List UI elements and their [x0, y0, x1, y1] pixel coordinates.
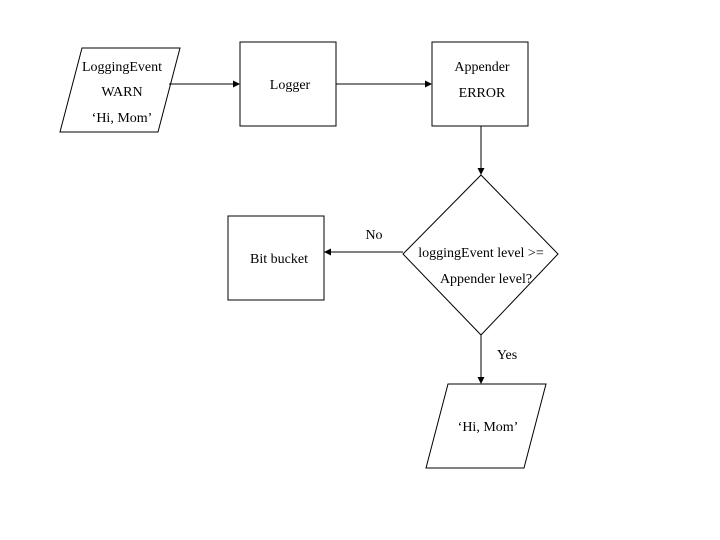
- logging-event-shape: [59, 47, 181, 133]
- edge-decision-to-bit-bucket-arrowhead: [324, 248, 331, 256]
- decision-node: loggingEvent level >= Appender level?: [402, 174, 559, 336]
- edge-logger-to-appender-arrowhead: [425, 80, 432, 88]
- logger-shape: [239, 41, 337, 127]
- appender-level: ERROR: [459, 86, 506, 101]
- logging-event-message: ‘Hi, Mom’: [92, 111, 153, 126]
- logging-event-node: LoggingEvent WARN ‘Hi, Mom’: [59, 47, 181, 133]
- output-label: ‘Hi, Mom’: [458, 420, 519, 435]
- decision-line-2: Appender level?: [440, 272, 532, 287]
- logging-event-level: WARN: [101, 85, 142, 100]
- edge-decision-to-output: Yes: [477, 335, 517, 384]
- output-shape: [425, 383, 547, 469]
- decision-line-1: loggingEvent level >=: [418, 246, 544, 261]
- output-node: ‘Hi, Mom’: [425, 383, 547, 469]
- edge-logger-to-appender: [336, 80, 432, 88]
- edge-no-label: No: [365, 228, 382, 243]
- edge-yes-label: Yes: [497, 348, 517, 363]
- bit-bucket-node: Bit bucket: [227, 215, 325, 301]
- appender-title: Appender: [454, 60, 510, 75]
- appender-shape: [431, 41, 529, 127]
- bit-bucket-label: Bit bucket: [250, 252, 308, 267]
- bit-bucket-shape: [227, 215, 325, 301]
- edge-decision-to-output-arrowhead: [477, 377, 485, 384]
- appender-node: Appender ERROR: [431, 41, 529, 127]
- edge-event-to-logger: [169, 80, 240, 88]
- edge-appender-to-decision-arrowhead: [477, 168, 485, 175]
- logger-label: Logger: [270, 78, 311, 93]
- logger-node: Logger: [239, 41, 337, 127]
- edge-decision-to-bit-bucket: No: [324, 228, 403, 256]
- logging-event-title: LoggingEvent: [82, 60, 162, 75]
- edge-appender-to-decision: [477, 126, 485, 175]
- edge-event-to-logger-arrowhead: [233, 80, 240, 88]
